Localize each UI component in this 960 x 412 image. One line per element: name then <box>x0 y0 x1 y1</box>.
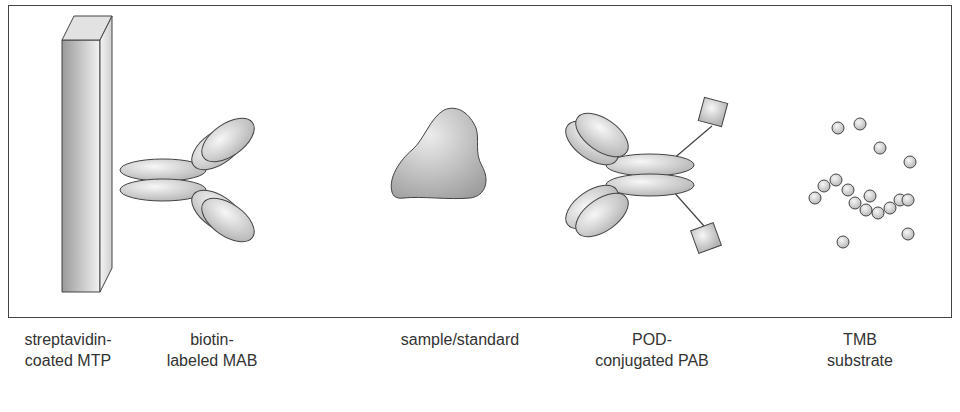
component-label: POD-conjugated PAB <box>594 330 710 372</box>
component-label: sample/standard <box>395 330 525 351</box>
component-label: TMB substrate <box>824 330 896 372</box>
plate-symbol <box>62 16 112 292</box>
component-label: streptavidin-coated MTP <box>22 330 114 372</box>
antibody-symbol <box>120 110 262 251</box>
antibody-symbol <box>558 97 727 253</box>
frame <box>9 6 952 318</box>
component-label: biotin-labeled MAB <box>165 330 260 372</box>
substrate-dots <box>809 118 916 248</box>
sample-symbol <box>391 108 486 198</box>
